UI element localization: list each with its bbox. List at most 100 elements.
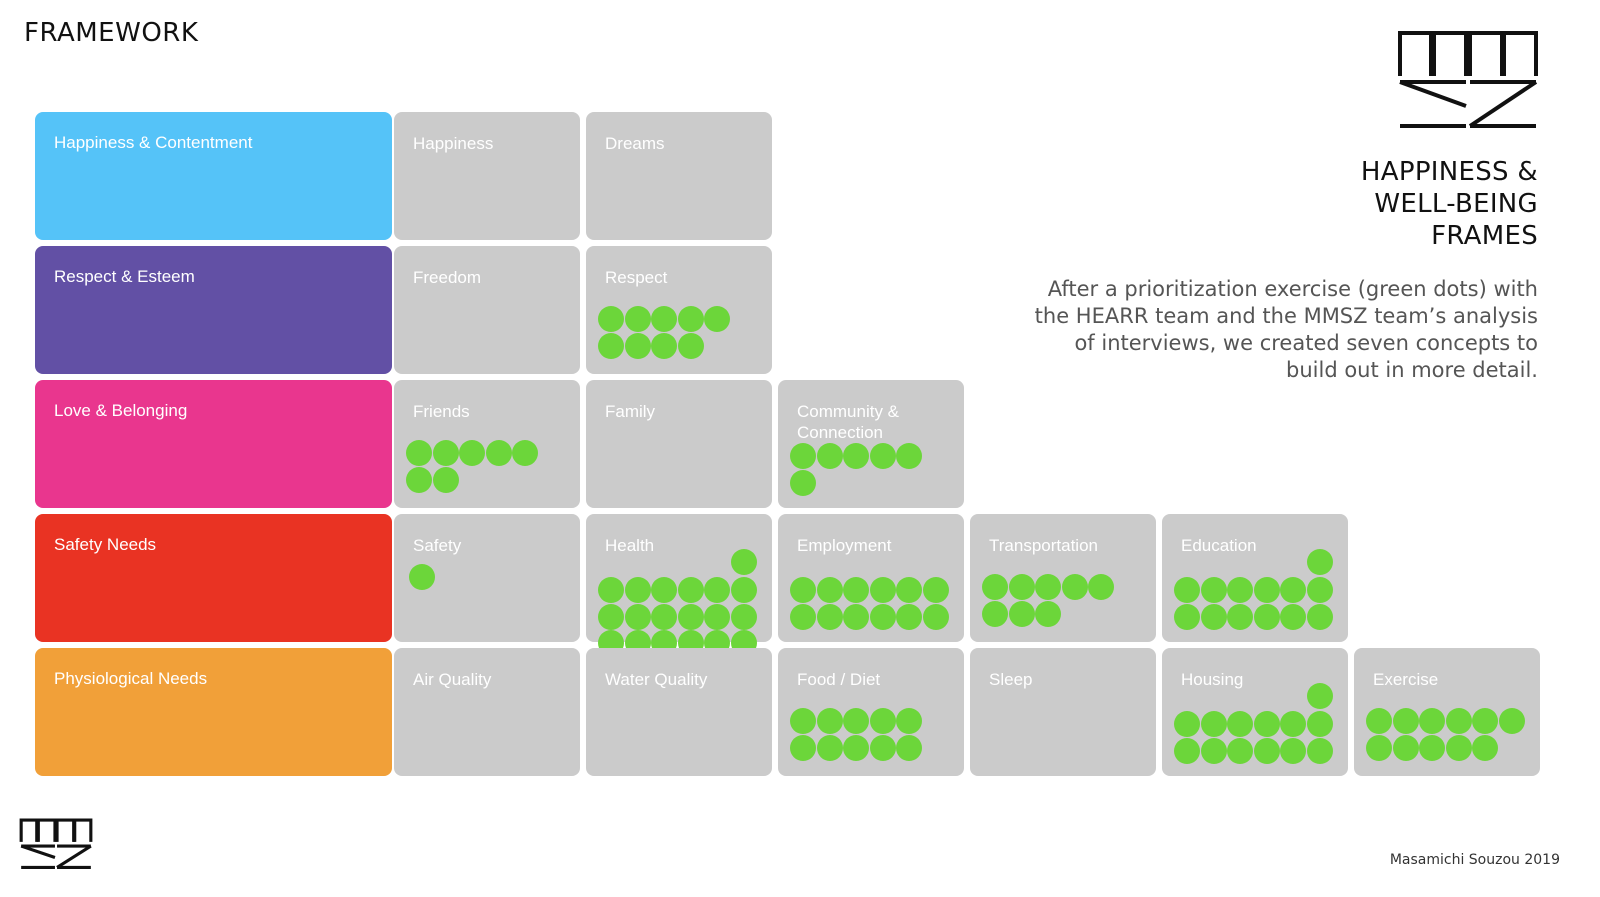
- vote-dot: [677, 603, 704, 630]
- need-category-box: Love & Belonging: [35, 380, 392, 508]
- vote-dot: [409, 564, 435, 590]
- vote-dot: [1306, 737, 1333, 764]
- vote-dot: [1253, 737, 1280, 764]
- vote-dot: [485, 440, 512, 466]
- need-category-box: Physiological Needs: [35, 648, 392, 776]
- subcategory-box: Food / Diet: [778, 648, 964, 776]
- vote-dot: [1280, 737, 1306, 764]
- need-category-label: Physiological Needs: [54, 669, 208, 688]
- vote-dot: [704, 306, 730, 332]
- vote-dot: [624, 577, 651, 603]
- vote-dot: [1200, 603, 1227, 630]
- vote-dot: [651, 603, 677, 630]
- subcategory-label: Exercise: [1373, 670, 1439, 689]
- vote-dot: [816, 603, 843, 630]
- subcategory-label: Employment: [797, 536, 892, 555]
- vote-dot: [869, 577, 896, 603]
- vote-dot: [869, 734, 896, 761]
- vote-dot: [1227, 711, 1253, 737]
- subcategory-box: Employment: [778, 514, 964, 642]
- subcategory-label: Health: [605, 536, 655, 555]
- vote-dot: [1174, 711, 1200, 737]
- vote-dot: [1366, 708, 1392, 734]
- vote-dot: [1227, 577, 1253, 603]
- vote-dot: [459, 440, 485, 466]
- vote-dot: [1419, 708, 1445, 734]
- vote-dot: [790, 734, 816, 761]
- vote-dot: [1253, 711, 1280, 737]
- vote-dot: [816, 443, 843, 469]
- vote-dot: [869, 443, 896, 469]
- vote-dots: [778, 648, 964, 776]
- subcategory-box: Exercise: [1354, 648, 1540, 776]
- vote-dot: [1008, 600, 1035, 627]
- vote-dot: [1306, 603, 1333, 630]
- subcategory-box: Dreams: [586, 112, 772, 240]
- vote-dots: [970, 514, 1156, 642]
- vote-dot: [624, 332, 651, 359]
- vote-dot: [1306, 711, 1333, 737]
- vote-dot: [790, 443, 816, 469]
- vote-dot: [869, 603, 896, 630]
- vote-dot: [730, 548, 757, 575]
- vote-dot: [677, 306, 704, 332]
- vote-dot: [730, 577, 757, 603]
- subcategory-label: Sleep: [989, 670, 1033, 689]
- vote-dot: [1306, 548, 1333, 575]
- subcategory-box: Health: [586, 514, 772, 656]
- need-category-label: Happiness & Contentment: [54, 133, 253, 152]
- vote-dot: [624, 306, 651, 332]
- vote-dot: [1035, 574, 1061, 600]
- vote-dot: [843, 603, 869, 630]
- vote-dot: [843, 734, 869, 761]
- credit-text: Masamichi Souzou 2019: [1389, 852, 1560, 868]
- vote-dot: [1472, 708, 1498, 734]
- subcategory-box: Safety: [394, 514, 580, 642]
- vote-dot: [790, 469, 816, 496]
- subcategory-box: Respect: [586, 246, 772, 374]
- vote-dot: [1280, 577, 1306, 603]
- subcategory-label: Family: [605, 402, 656, 421]
- vote-dot: [816, 577, 843, 603]
- mmsz-logo: [1398, 31, 1538, 128]
- vote-dots: [778, 514, 964, 642]
- vote-dot: [1253, 603, 1280, 630]
- vote-dot: [896, 603, 922, 630]
- vote-dot: [896, 443, 922, 469]
- subcategory-label: Happiness: [413, 134, 494, 153]
- vote-dots: [1162, 514, 1348, 642]
- vote-dots: [778, 380, 964, 508]
- subcategory-label: Housing: [1181, 670, 1244, 689]
- vote-dot: [406, 440, 432, 466]
- subcategory-box: Happiness: [394, 112, 580, 240]
- vote-dot: [1008, 574, 1035, 600]
- vote-dot: [1200, 577, 1227, 603]
- vote-dots: [394, 514, 580, 642]
- vote-dot: [1306, 577, 1333, 603]
- subcategory-box: Air Quality: [394, 648, 580, 776]
- vote-dots: [394, 380, 580, 508]
- page-title: FRAMEWORK: [24, 18, 199, 48]
- vote-dot: [896, 577, 922, 603]
- vote-dot: [704, 603, 730, 630]
- subcategory-label: Respect: [605, 268, 668, 287]
- vote-dot: [843, 443, 869, 469]
- vote-dot: [790, 603, 816, 630]
- subcategory-box: Community & Connection: [778, 380, 964, 508]
- vote-dot: [1280, 711, 1306, 737]
- need-category-box: Safety Needs: [35, 514, 392, 642]
- vote-dot: [1392, 708, 1419, 734]
- need-category-label: Love & Belonging: [54, 401, 188, 420]
- vote-dot: [651, 332, 677, 359]
- subcategory-box: Water Quality: [586, 648, 772, 776]
- subcategory-label: Food / Diet: [797, 670, 881, 689]
- vote-dot: [651, 306, 677, 332]
- vote-dot: [1200, 737, 1227, 764]
- vote-dot: [512, 440, 538, 466]
- subcategory-label: Safety: [413, 536, 462, 555]
- vote-dot: [1366, 734, 1392, 761]
- subcategory-label: Education: [1181, 536, 1257, 555]
- vote-dots: [1354, 648, 1540, 776]
